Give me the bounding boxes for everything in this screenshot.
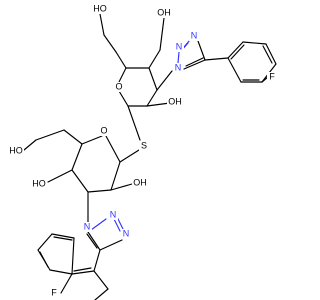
bond-line (86, 233, 98, 249)
fluorine-label: F (51, 287, 57, 297)
hydroxyl-label: OH (133, 177, 147, 187)
hydroxyl-label: HO (32, 178, 46, 188)
bond-line (119, 149, 140, 163)
bond-line (63, 129, 83, 145)
hydroxyl-label: OH (157, 7, 171, 17)
bond-line (71, 270, 95, 275)
bond-line (37, 233, 53, 251)
bond-line (87, 189, 112, 193)
bond-line (99, 239, 123, 251)
bond-line (230, 44, 245, 60)
sulfur-label: S (141, 140, 147, 150)
bond-line (185, 57, 204, 67)
hydroxyl-label: HO (93, 3, 107, 13)
bond-line (94, 288, 109, 300)
bond-line (183, 59, 206, 70)
bond-line (118, 67, 127, 83)
bond-line (93, 270, 109, 290)
bond-line (87, 231, 101, 251)
bond-line (148, 49, 161, 69)
bond-line (242, 41, 267, 45)
bond-line (35, 129, 65, 141)
bond-line (81, 135, 103, 145)
bond-line (105, 135, 121, 163)
nitrogen-bond-line (113, 218, 121, 232)
bond-line (73, 267, 92, 272)
bond-line (204, 57, 229, 61)
bond-line (23, 139, 37, 151)
bond-line (227, 57, 242, 83)
ring-oxygen-label: O (100, 125, 107, 135)
bond-line (197, 40, 206, 61)
bond-line (71, 237, 75, 275)
hydroxyl-label: OH (168, 96, 182, 106)
fluorine-label: F (269, 71, 275, 81)
bond-line (53, 236, 73, 241)
nitrogen-bond-line (90, 218, 107, 231)
bond-line (227, 41, 244, 59)
bond-line (156, 70, 173, 91)
bond-line (118, 90, 129, 107)
bond-line (71, 143, 83, 171)
bond-line (115, 51, 127, 69)
bond-line (127, 105, 141, 141)
hydroxyl-label: HO (9, 145, 23, 155)
bond-line (93, 249, 101, 272)
triazole-nitrogen-label: N (110, 209, 117, 219)
bond-line (159, 17, 165, 51)
ring-oxygen-label: O (115, 81, 122, 91)
bond-line (99, 13, 105, 36)
bond-line (146, 89, 158, 107)
triazole-nitrogen-label: N (123, 228, 130, 238)
nitrogen-bond-line (177, 51, 180, 64)
bond-line (49, 269, 73, 275)
bond-line (110, 183, 133, 191)
triazole-nitrogen-label: N (176, 41, 183, 51)
triazole-nitrogen-label: N (191, 30, 198, 40)
bond-line (262, 45, 273, 64)
bond-line (71, 169, 89, 193)
bond-line (110, 161, 121, 191)
bond-line (146, 102, 171, 107)
bond-line (51, 233, 75, 239)
bond-line (148, 67, 158, 91)
bonds-layer (23, 13, 277, 300)
bond-line (103, 34, 117, 53)
bond-line (47, 169, 73, 183)
triazole-nitrogen-label: N (84, 221, 91, 231)
bond-line (60, 273, 73, 294)
bond-line (39, 251, 49, 268)
bond-line (265, 43, 277, 65)
triazole-nitrogen-label: N (175, 62, 182, 72)
molecule-structure: HO OH OH O N N N F S HO O HO OH N N N F (8, 3, 277, 300)
